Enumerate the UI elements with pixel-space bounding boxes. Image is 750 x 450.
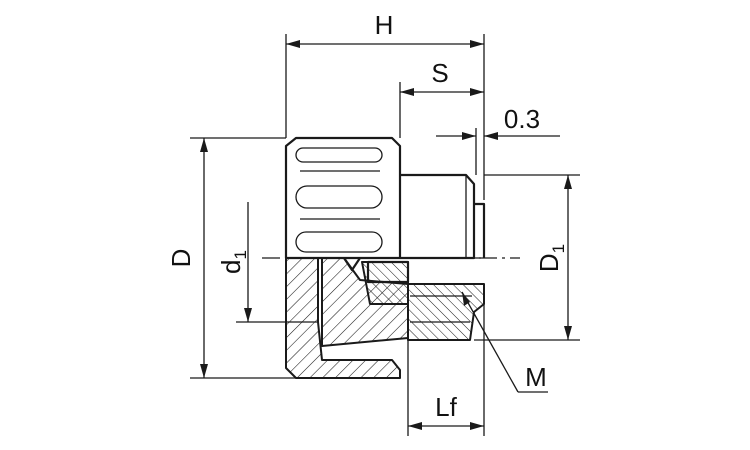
label-gap: 0.3: [504, 104, 540, 134]
label-D1: D1: [534, 244, 568, 272]
dimension-gap: 0.3: [436, 104, 560, 175]
label-H: H: [375, 10, 394, 40]
dimension-S: S: [399, 58, 484, 138]
leader-M: M: [461, 291, 548, 393]
label-M: M: [525, 362, 547, 392]
label-d1: d1: [216, 250, 250, 274]
dimension-Lf: Lf: [407, 304, 485, 436]
exterior-view: [284, 136, 486, 260]
dimension-d1: d1: [216, 202, 318, 323]
dimension-D1: D1: [474, 174, 580, 341]
label-Lf: Lf: [435, 392, 457, 422]
dimension-D: D: [166, 137, 296, 379]
dimension-H: H: [285, 10, 485, 200]
label-S: S: [431, 58, 448, 88]
section-view: [285, 257, 485, 379]
label-D: D: [166, 249, 196, 268]
